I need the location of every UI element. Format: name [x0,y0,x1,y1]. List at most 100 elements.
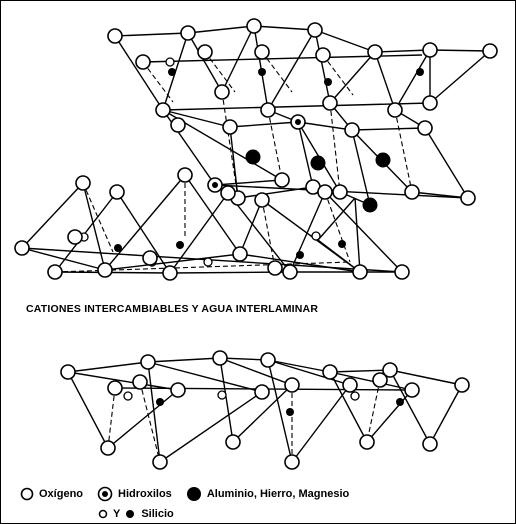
silicon-atom [176,241,184,249]
oxygen-atom [171,383,185,397]
oxygen-atom [283,265,297,279]
bond-line [352,128,425,130]
oxygen-atom [181,26,195,40]
oxygen-atom [143,251,157,265]
silicon-atom [218,391,226,399]
bond-line [425,128,468,198]
silicon-atom [296,251,304,259]
bond-line [352,130,370,205]
bond-line [430,50,490,51]
oxygen-atom [353,265,367,279]
legend-metals: Aluminio, Hierro, Magnesio [186,486,349,502]
oxygen-atom [108,381,122,395]
silicon-atom [166,58,174,66]
oxygen-atom [423,43,437,57]
hidden-bond-line [395,110,412,192]
oxygen-atom [15,241,29,255]
bond-line [115,33,188,36]
silicon-atom [351,392,359,400]
bond-line [330,370,390,372]
legend-hydroxyl-label: Hidroxilos [118,488,172,500]
legend-hydroxyl: Hidroxilos [97,486,172,502]
hidden-bond-line [268,110,282,180]
hidden-bond-line [140,382,160,462]
oxygen-atom [316,48,330,62]
silicon-atom [286,408,294,416]
oxygen-atom [405,185,419,199]
filled-circle-icon [186,486,202,502]
silicon-atom [338,240,346,248]
hidden-bond-line [108,388,115,448]
silicon-atom [124,392,132,400]
metal-atom [246,150,261,165]
oxygen-atom [221,186,235,200]
bond-line [390,370,430,444]
bond-line [220,358,233,442]
oxygen-atom [323,96,337,110]
metal-atom [376,153,391,168]
bond-line [215,180,282,185]
legend-silicon-label: Silicio [141,508,173,520]
metal-atom [363,198,378,213]
oxygen-atom [255,193,269,207]
small-open-circle-icon [98,509,108,519]
oxygen-atom [141,355,155,369]
bond-line [355,198,360,272]
oxygen-atom [261,103,275,117]
silicon-atom [114,244,122,252]
oxygen-atom [388,103,402,117]
oxygen-atom [61,365,75,379]
oxygen-atom [395,265,409,279]
oxygen-atom [247,19,261,33]
bond-line [188,26,254,33]
oxygen-atom [153,455,167,469]
oxygen-atom [136,55,150,69]
small-filled-circle-icon [125,509,135,519]
oxygen-atom [285,455,299,469]
interlayer-caption: CATIONES INTERCAMBIABLES Y AGUA INTERLAM… [26,303,318,315]
legend-oxygen: Oxígeno [20,487,83,501]
oxygen-atom [368,45,382,59]
oxygen-atom [48,265,62,279]
oxygen-atom [418,121,432,135]
oxygen-atom [360,435,374,449]
bond-line [298,122,313,187]
bond-line [375,52,395,110]
oxygen-atom [483,44,497,58]
oxygen-atom [98,263,112,277]
oxygen-atom [255,45,269,59]
bond-line [115,36,163,110]
silicon-atom [204,258,212,266]
hydroxyl-core [295,119,301,125]
bond-line [148,362,160,462]
hydroxyl-circle-icon [97,486,113,502]
oxygen-atom [213,351,227,365]
oxygen-atom [198,45,212,59]
bond-line [315,30,330,103]
silicon-atom [312,232,320,240]
silicon-atom [258,68,266,76]
legend-metals-label: Aluminio, Hierro, Magnesio [207,488,349,500]
oxygen-atom [163,266,177,280]
oxygen-atom [268,261,282,275]
oxygen-atom [423,437,437,451]
oxygen-atom [226,435,240,449]
oxygen-atom [275,173,289,187]
oxygen-atom [455,378,469,392]
oxygen-atom [156,103,170,117]
bond-line [160,392,262,462]
oxygen-atom [233,247,247,261]
legend-silicon-prefix: Y [113,508,120,520]
oxygen-atom [285,378,299,392]
bond-line [240,200,262,254]
oxygen-atom [68,230,82,244]
oxygen-atom [108,29,122,43]
silicon-atom [156,398,164,406]
bond-line [68,372,178,390]
oxygen-atom [101,441,115,455]
oxygen-atom [461,191,475,205]
bond-line [298,122,352,130]
oxygen-atom [171,118,185,132]
oxygen-atom [76,176,90,190]
